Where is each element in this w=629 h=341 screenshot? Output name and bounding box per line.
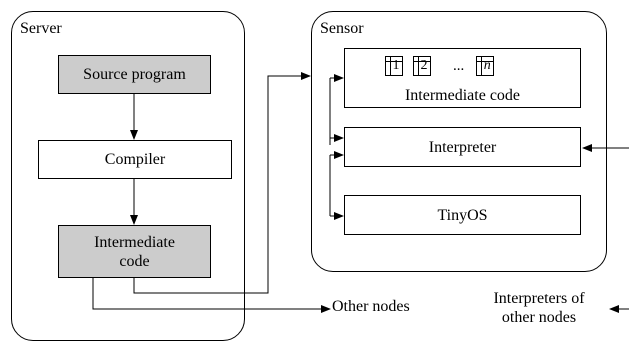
- code-slot-n: n: [476, 56, 495, 76]
- slot-2-bar: [414, 61, 430, 62]
- connector-lines: [92, 72, 629, 313]
- tinyos-box: TinyOS: [344, 195, 581, 235]
- interpreters-line1: Interpreters of: [493, 290, 585, 307]
- interpreters-of-other-nodes-label: Interpreters of other nodes: [479, 289, 599, 327]
- compiler-box: Compiler: [38, 140, 232, 179]
- slot-n-marker: [481, 57, 483, 75]
- server-intermediate-code-line2: code: [119, 252, 150, 270]
- arrow-upload-to-sensor: [133, 72, 311, 294]
- code-slot-2: 2: [413, 56, 431, 76]
- interpreter-label: Interpreter: [428, 138, 497, 156]
- server-intermediate-code-line1: Intermediate: [94, 233, 175, 251]
- compiler-label: Compiler: [104, 151, 166, 168]
- interpreter-box: Interpreter: [344, 127, 581, 167]
- sensor-intermediate-code-label: Intermediate code: [404, 87, 521, 104]
- sensor-intermediate-code-box: [344, 48, 581, 108]
- other-nodes-label: Other nodes: [332, 298, 410, 315]
- slot-n-bar: [477, 61, 494, 62]
- slot-2-label: 2: [420, 58, 428, 73]
- source-program-box: Source program: [58, 55, 211, 94]
- slot-2-marker: [418, 57, 419, 75]
- interpreters-line2: other nodes: [501, 309, 577, 326]
- slot-1-bar: [386, 61, 402, 62]
- intermediate-code-slots: 1 2 ... n: [385, 56, 495, 76]
- source-program-label: Source program: [83, 66, 186, 83]
- slot-n-label: n: [483, 58, 491, 73]
- server-intermediate-code-box: Intermediate code: [58, 225, 211, 278]
- server-title: Server: [20, 20, 62, 37]
- sensor-title: Sensor: [320, 20, 364, 37]
- slot-1-label: 1: [392, 58, 400, 73]
- tinyos-label: TinyOS: [437, 206, 488, 224]
- slots-ellipsis: ...: [453, 58, 465, 74]
- arrow-to-other-nodes: [92, 278, 331, 313]
- code-slot-1: 1: [385, 56, 403, 76]
- slot-1-marker: [390, 57, 391, 75]
